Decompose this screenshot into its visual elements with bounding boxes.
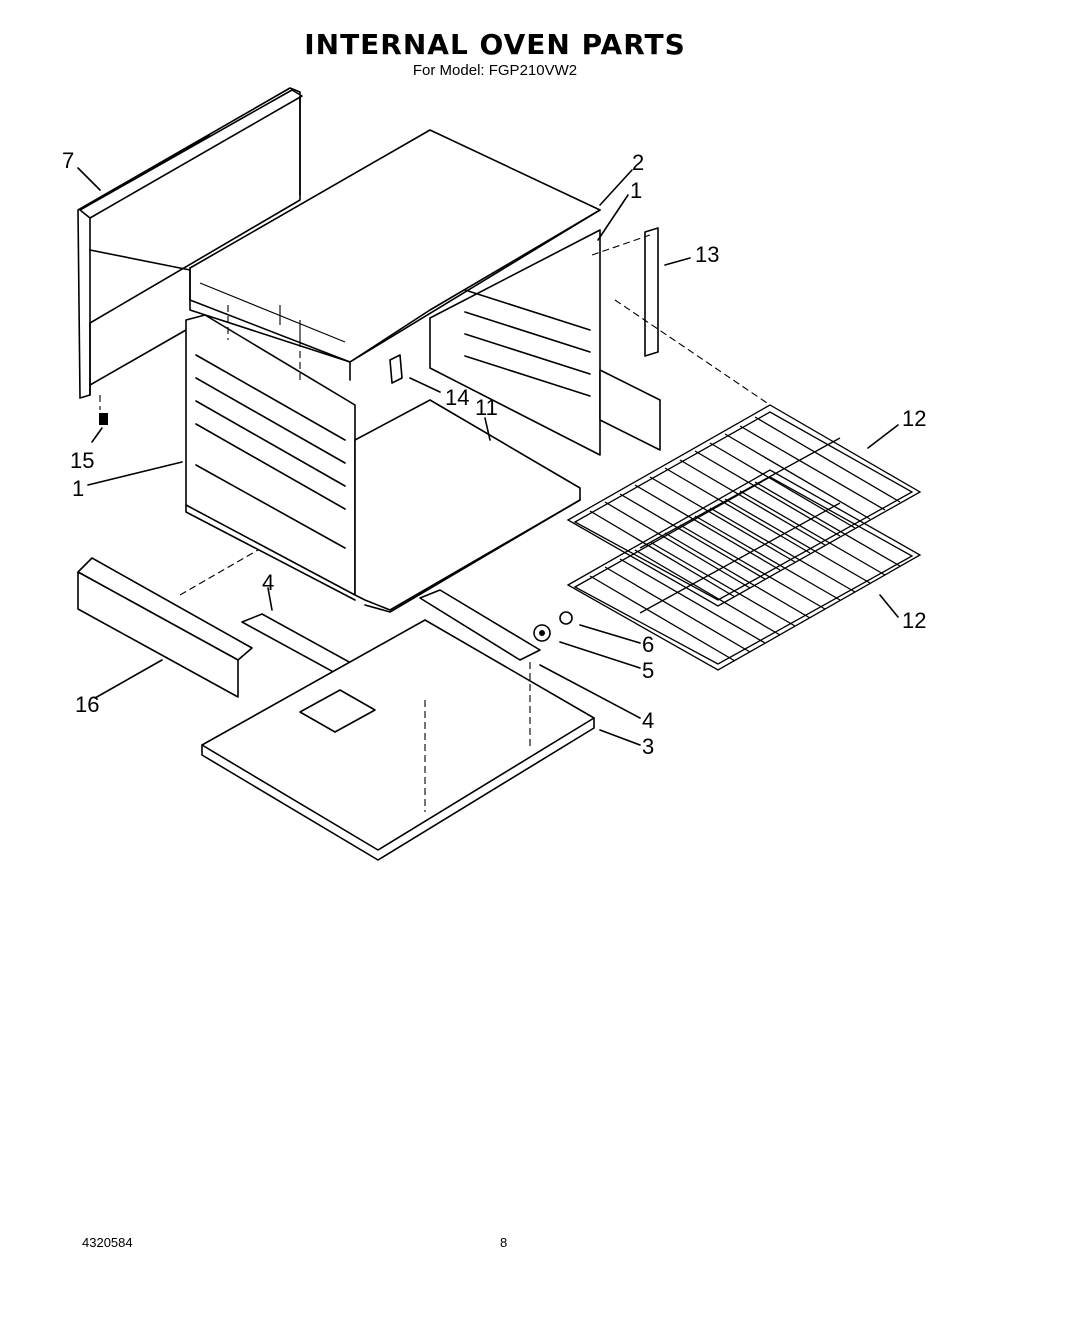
part-3-bottom-tray	[201, 619, 595, 861]
callout-4-right: 4	[642, 708, 654, 733]
part-16-front-trim	[77, 557, 253, 698]
callout-1-right: 1	[630, 178, 642, 203]
part-1-left-side-panel	[185, 314, 356, 601]
callout-12-upper: 12	[902, 406, 926, 431]
part-14-bracket	[389, 354, 403, 384]
callout-15: 15	[70, 448, 94, 473]
callout-2: 2	[632, 150, 644, 175]
part-2-oven-top	[189, 129, 601, 381]
callout-1-left: 1	[72, 476, 84, 501]
part-5-valve-fitting	[533, 624, 551, 642]
callout-5: 5	[642, 658, 654, 683]
callout-3: 3	[642, 734, 654, 759]
page-number: 8	[500, 1235, 508, 1250]
page-title: INTERNAL OVEN PARTS	[304, 28, 686, 61]
leader-lines	[77, 167, 899, 746]
part-1-right-side-panel	[429, 229, 661, 456]
callout-16: 16	[75, 692, 99, 717]
part-15-fastener	[99, 413, 108, 425]
model-subtitle: For Model: FGP210VW2	[412, 62, 578, 79]
callout-14: 14	[445, 385, 469, 410]
callout-13: 13	[695, 242, 719, 267]
callout-4-left: 4	[262, 570, 274, 595]
part-12-oven-rack-lower	[566, 469, 922, 671]
alignment-lines	[99, 234, 771, 812]
callout-11: 11	[475, 395, 498, 420]
part-6-orifice-fitting	[559, 611, 573, 625]
callout-12-lower: 12	[902, 608, 926, 633]
part-11-oven-bottom	[354, 399, 581, 613]
callout-6: 6	[642, 632, 654, 657]
part-7-side-panel	[77, 87, 303, 399]
part-13-trim-strip	[644, 227, 659, 357]
part-12-oven-rack-upper	[566, 404, 922, 607]
callout-7: 7	[62, 148, 74, 173]
document-number: 4320584	[82, 1235, 133, 1250]
